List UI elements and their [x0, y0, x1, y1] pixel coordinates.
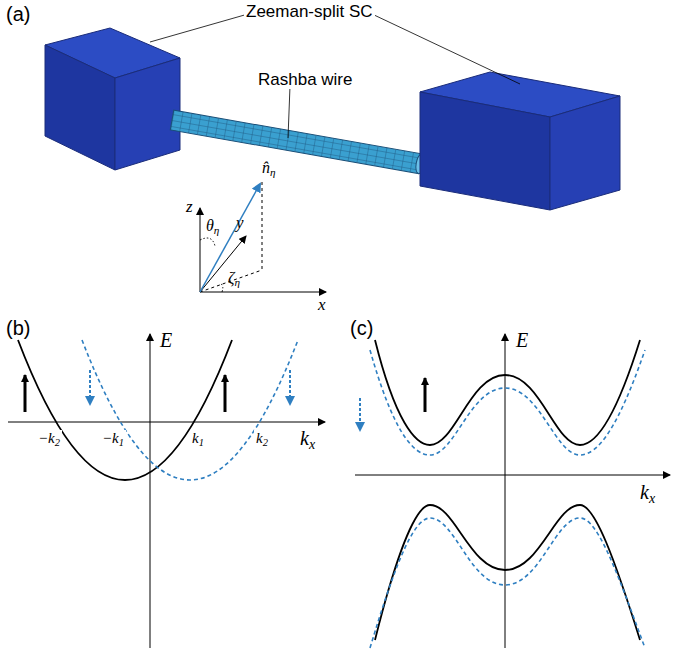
text-label: x — [318, 296, 326, 313]
text-label: ζη — [228, 270, 240, 286]
text-label: (c) — [350, 318, 373, 338]
rashba-wire — [170, 110, 426, 174]
text-label: Zeeman-split SC — [244, 2, 375, 21]
text-label: kx — [640, 482, 655, 502]
text-label: k2 — [254, 430, 270, 447]
text-label: θη — [206, 218, 219, 234]
text-label: E — [160, 330, 172, 350]
text-label: −k2 — [36, 430, 62, 447]
text-label: k1 — [190, 430, 206, 447]
axes-3d — [200, 182, 326, 292]
superconductor-right — [420, 72, 620, 210]
panel-c-plot — [355, 334, 670, 648]
text-label: (b) — [6, 318, 30, 338]
text-label: −k1 — [100, 430, 126, 447]
superconductor-left — [45, 28, 180, 170]
text-label: E — [516, 330, 528, 350]
text-label: n̂η — [262, 160, 276, 176]
text-label: (a) — [6, 4, 30, 24]
leader-lines — [150, 14, 520, 138]
text-label: kx — [300, 428, 315, 448]
text-label: z — [186, 198, 193, 215]
panel-b-plot — [8, 334, 325, 648]
text-label: Rashba wire — [256, 70, 355, 89]
text-label: y — [236, 214, 244, 231]
unit-vector — [200, 184, 260, 292]
